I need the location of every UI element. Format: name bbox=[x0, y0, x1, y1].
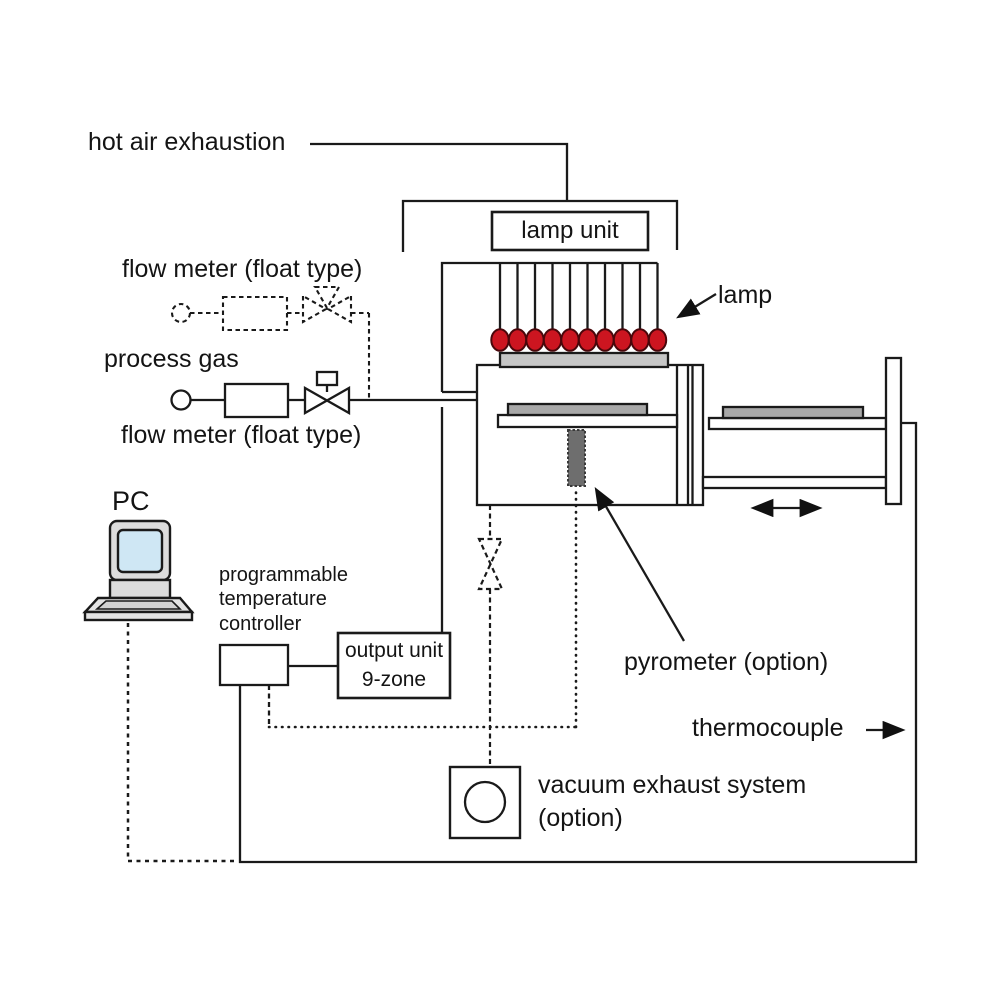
valve-top-left-icon bbox=[301, 294, 329, 324]
valve-top-stem-icon bbox=[313, 285, 341, 311]
hot-air-exhaustion-label: hot air exhaustion bbox=[88, 128, 286, 156]
output-unit-box bbox=[336, 631, 452, 700]
pyrometer-signal-run bbox=[267, 486, 578, 729]
quartz-window-plate bbox=[498, 351, 670, 369]
flow-meter-top-label: flow meter (float type) bbox=[122, 255, 363, 283]
valve-handle-icon bbox=[315, 370, 339, 387]
controller-label: programmable temperature controller bbox=[219, 564, 348, 635]
lamp-leads-group bbox=[490, 263, 668, 352]
lamp-unit-box bbox=[490, 210, 650, 252]
flow-meter-top-icon bbox=[221, 295, 289, 332]
vacuum-exhaust-label: vacuum exhaust system (option) bbox=[538, 771, 807, 832]
lamp-power-rail bbox=[440, 261, 658, 392]
valve-top-right-icon bbox=[325, 294, 353, 324]
lamp-icon bbox=[577, 328, 598, 352]
lamp-icon bbox=[630, 328, 650, 352]
lamp-arrow bbox=[676, 293, 717, 319]
valve-bottom-icon bbox=[303, 386, 351, 415]
lamp-icon bbox=[595, 328, 615, 352]
computer-icon bbox=[82, 519, 195, 622]
process-gas-line bbox=[170, 370, 477, 419]
pyrometer-icon bbox=[567, 429, 586, 487]
output-unit-label: output unit 9-zone bbox=[344, 639, 444, 691]
flow-meter-bottom-icon bbox=[223, 382, 290, 419]
load-shelf bbox=[707, 416, 888, 431]
lamp-icon bbox=[542, 328, 563, 352]
lamp-icon bbox=[507, 328, 528, 352]
pc-screen bbox=[116, 528, 164, 574]
load-wafer-plate bbox=[721, 405, 865, 420]
pc-label: PC bbox=[112, 486, 150, 516]
lamp-icon bbox=[560, 328, 580, 352]
thermocouple-label: thermocouple bbox=[692, 714, 844, 742]
vacuum-valve-icon bbox=[477, 537, 504, 591]
lamp-hood-outer-bracket bbox=[401, 199, 679, 252]
vacuum-branch bbox=[477, 505, 504, 767]
flow-meter-top-branch bbox=[170, 285, 371, 399]
end-flange-plate bbox=[884, 356, 903, 506]
flow-meter-bottom-label: flow meter (float type) bbox=[121, 421, 362, 449]
temperature-controller-box bbox=[218, 643, 290, 687]
transfer-mechanism bbox=[701, 356, 903, 506]
gas-source-top-icon bbox=[170, 302, 192, 324]
lamp-icon bbox=[490, 328, 510, 352]
wafer-shelf bbox=[496, 413, 679, 429]
vacuum-pump-icon bbox=[448, 765, 522, 840]
hot-air-exhaustion-line bbox=[310, 142, 569, 201]
lamp-icon bbox=[525, 328, 545, 352]
gas-source-icon bbox=[170, 389, 192, 411]
thermocouple-wire bbox=[238, 421, 918, 864]
furnace-chamber bbox=[475, 351, 705, 507]
process-gas-label: process gas bbox=[104, 345, 239, 373]
pyrometer-arrow bbox=[594, 487, 685, 642]
lamp-label: lamp bbox=[718, 281, 773, 309]
lamp-unit-label: lamp unit bbox=[521, 217, 619, 244]
wafer-plate bbox=[506, 402, 649, 417]
lamp-icon bbox=[647, 328, 668, 352]
slide-rod bbox=[701, 475, 888, 490]
pyrometer-label: pyrometer (option) bbox=[624, 648, 829, 676]
lamp-icon bbox=[612, 328, 633, 352]
pc-signal-wire bbox=[126, 623, 237, 863]
